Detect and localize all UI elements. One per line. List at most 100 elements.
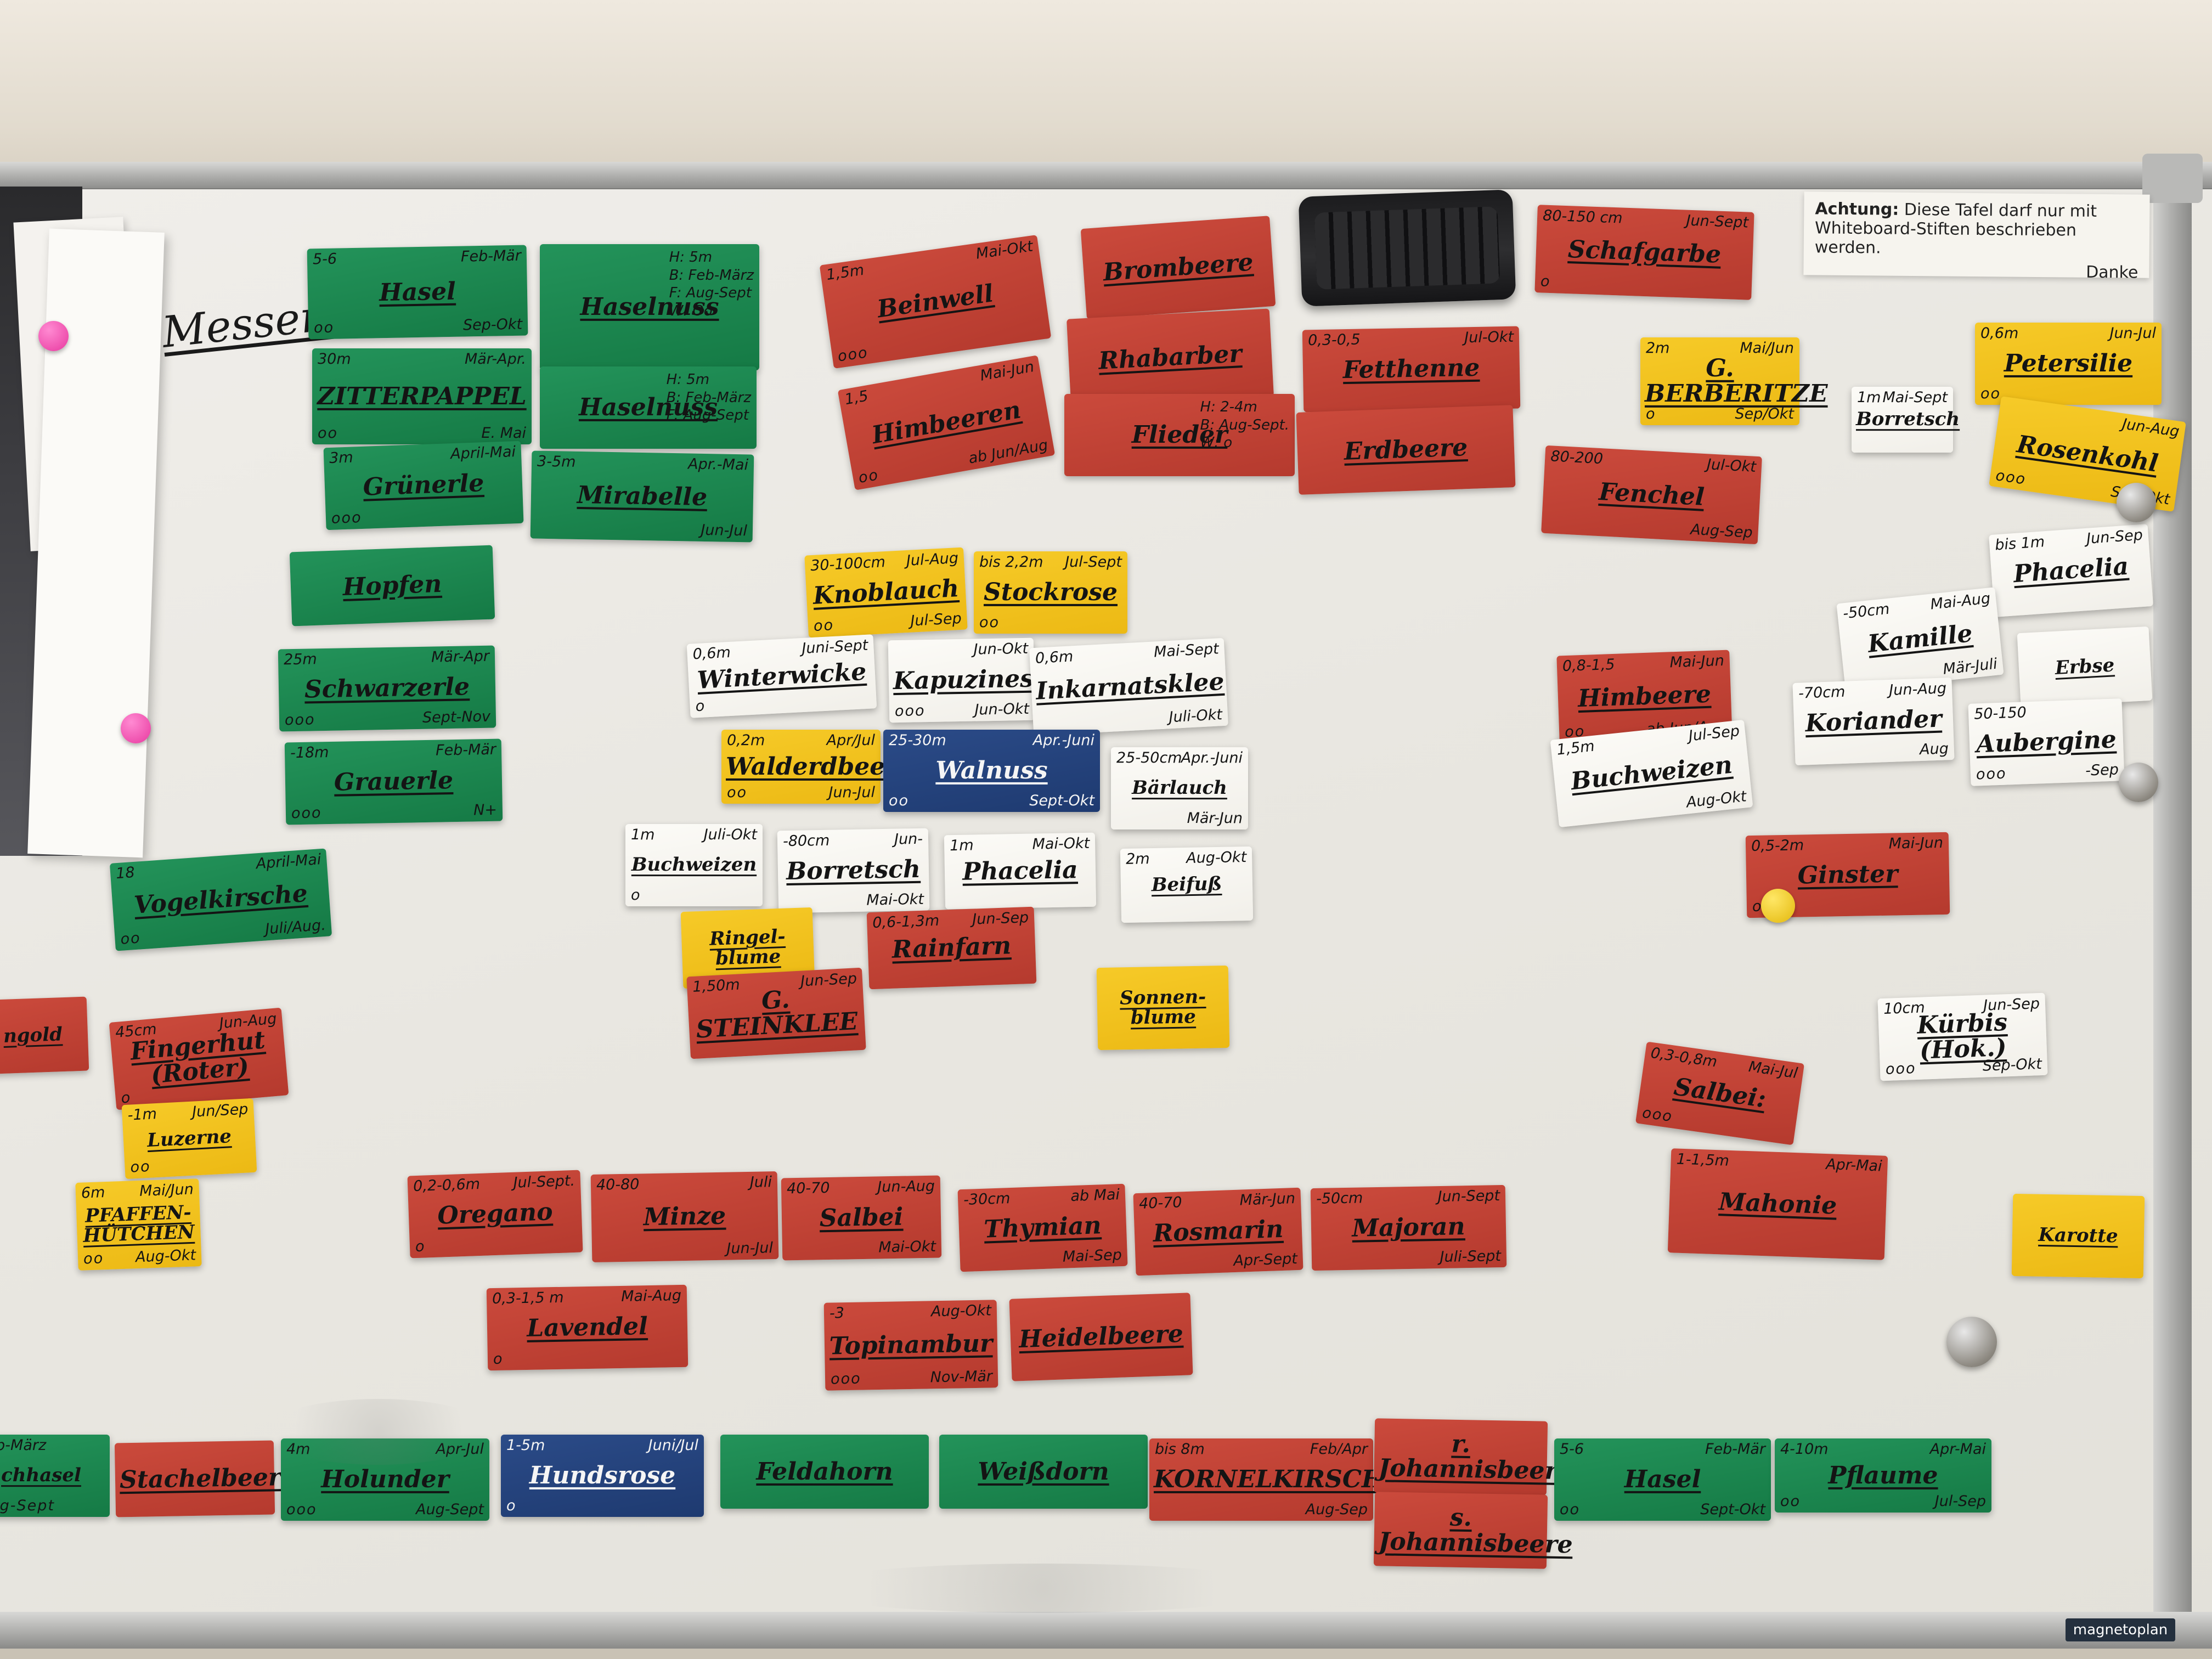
plant-name: Fenchel xyxy=(1598,477,1705,511)
plant-name: ngold xyxy=(3,1023,63,1047)
plant-name: s. Johannisbeere xyxy=(1378,1503,1573,1559)
plant-name: Vogelkirsche xyxy=(133,879,309,919)
card-bloom: Jul-Aug xyxy=(906,550,959,569)
brand-logo: magnetoplan xyxy=(2066,1618,2175,1641)
card-size: 3m xyxy=(329,449,354,467)
plant-name: Winterwicke xyxy=(696,657,867,695)
card-size: 45cm xyxy=(114,1020,157,1042)
plant-name: Buchweizen xyxy=(631,854,757,876)
plant-name: Bärlauch xyxy=(1132,777,1227,799)
card-bloom: April-Mai xyxy=(255,851,322,873)
card-symbols: ooo xyxy=(1641,1104,1674,1125)
card-size: 1,5m xyxy=(1555,737,1596,759)
card-bloom: Mai-Jun xyxy=(1888,834,1944,853)
plant-name: Weißdorn xyxy=(978,1457,1109,1486)
plant-name: Brombeere xyxy=(1102,247,1255,286)
card-harvest: Jun-Okt xyxy=(974,700,1030,719)
plant-name: Hopfen xyxy=(342,569,443,601)
card-symbols: ooo xyxy=(286,1500,317,1518)
card-bloom: Jun-Sep xyxy=(800,970,857,990)
card-size: 4m xyxy=(286,1441,310,1457)
card-info: H: 2-4m B: Aug-Sept. W: o xyxy=(1200,399,1289,451)
card-harvest: Nov-Mär xyxy=(930,1368,993,1386)
card-bloom: Mai-Aug xyxy=(1929,590,1991,613)
smudge xyxy=(263,1399,494,1465)
card-symbols: ooo xyxy=(894,702,926,720)
plant-name: Aubergine xyxy=(1976,725,2117,759)
plant-name: Minze xyxy=(643,1201,726,1232)
card-symbols: o xyxy=(1540,273,1551,290)
card-size: 25-30m xyxy=(889,732,946,749)
card-size: 5-6 xyxy=(312,250,337,268)
plant-name: Walnuss xyxy=(935,756,1048,785)
card-size: 3-5m xyxy=(537,453,576,471)
plant-name: Erbse xyxy=(2054,653,2115,679)
card-symbols: oo xyxy=(313,319,335,336)
card-harvest: Aug-Sep xyxy=(1690,521,1753,541)
card-size: 80-200 xyxy=(1550,448,1604,468)
card-bloom: Apr-Jul xyxy=(436,1441,484,1457)
card-bloom: Jul-Sept xyxy=(1065,554,1122,571)
warning-note: Achtung: Diese Tafel darf nur mit Whiteb… xyxy=(1803,191,2150,283)
card-bloom: Feb-Mär xyxy=(1705,1441,1765,1458)
card-symbols: oo xyxy=(120,929,142,948)
card-bloom: Mai-Jul xyxy=(1747,1058,1799,1082)
card-harvest: Aug-Okt xyxy=(135,1246,196,1266)
card-harvest: Juli/Aug. xyxy=(264,916,326,938)
plant-name: r. Johannisbeere xyxy=(1378,1430,1573,1486)
card-size: 30m xyxy=(318,351,351,368)
board-frame-bottom xyxy=(0,1612,2212,1650)
card-harvest: Sep-Okt xyxy=(1982,1055,2042,1075)
plant-name: ZITTERPAPPEL xyxy=(317,382,527,410)
card-size: 80-150 cm xyxy=(1542,207,1623,227)
card-harvest: Sep-Okt xyxy=(462,315,523,334)
card-bloom: Jul-Sept. xyxy=(513,1172,575,1192)
plant-name: Holunder xyxy=(321,1465,449,1493)
card-size: 0,6m xyxy=(1980,325,2019,342)
card-size: 25m xyxy=(283,651,317,669)
plant-name: Grünerle xyxy=(362,469,485,501)
card-symbols: ooo xyxy=(830,1370,861,1388)
card-size: 10cm xyxy=(1883,999,1926,1018)
card-symbols: oo xyxy=(889,792,910,809)
card-harvest: Jun-Jul xyxy=(701,521,748,540)
plant-name: Fetthenne xyxy=(1342,353,1480,385)
card-size: bis 1m xyxy=(1994,533,2046,554)
plant-card: s. Johannisbeere xyxy=(1373,1492,1573,1569)
card-symbols: ooo xyxy=(284,710,315,729)
card-harvest: Sept-Okt xyxy=(1700,1500,1765,1518)
plant-name: Walderdbeere xyxy=(726,752,913,781)
warning-label: Achtung: xyxy=(1815,199,1899,219)
plant-name: Ringel- blume xyxy=(709,925,786,970)
card-harvest: -Sep xyxy=(2085,761,2119,780)
warning-line2: Whiteboard-Stiften beschrieben werden. xyxy=(1814,218,2077,258)
card-symbols: oo xyxy=(1780,1492,1801,1510)
board-eraser xyxy=(1298,189,1516,307)
card-symbols: Aug-Sept xyxy=(0,1497,55,1514)
plant-name: Beinwell xyxy=(875,279,996,324)
card-bloom: Juni-Sept xyxy=(801,636,869,657)
card-symbols: o xyxy=(120,1088,132,1107)
card-symbols: oo xyxy=(318,424,338,442)
card-bloom: Feb-Mär xyxy=(435,741,496,759)
plant-name: Borretsch xyxy=(786,855,921,886)
plant-name: Heidelbeere xyxy=(1018,1319,1184,1354)
